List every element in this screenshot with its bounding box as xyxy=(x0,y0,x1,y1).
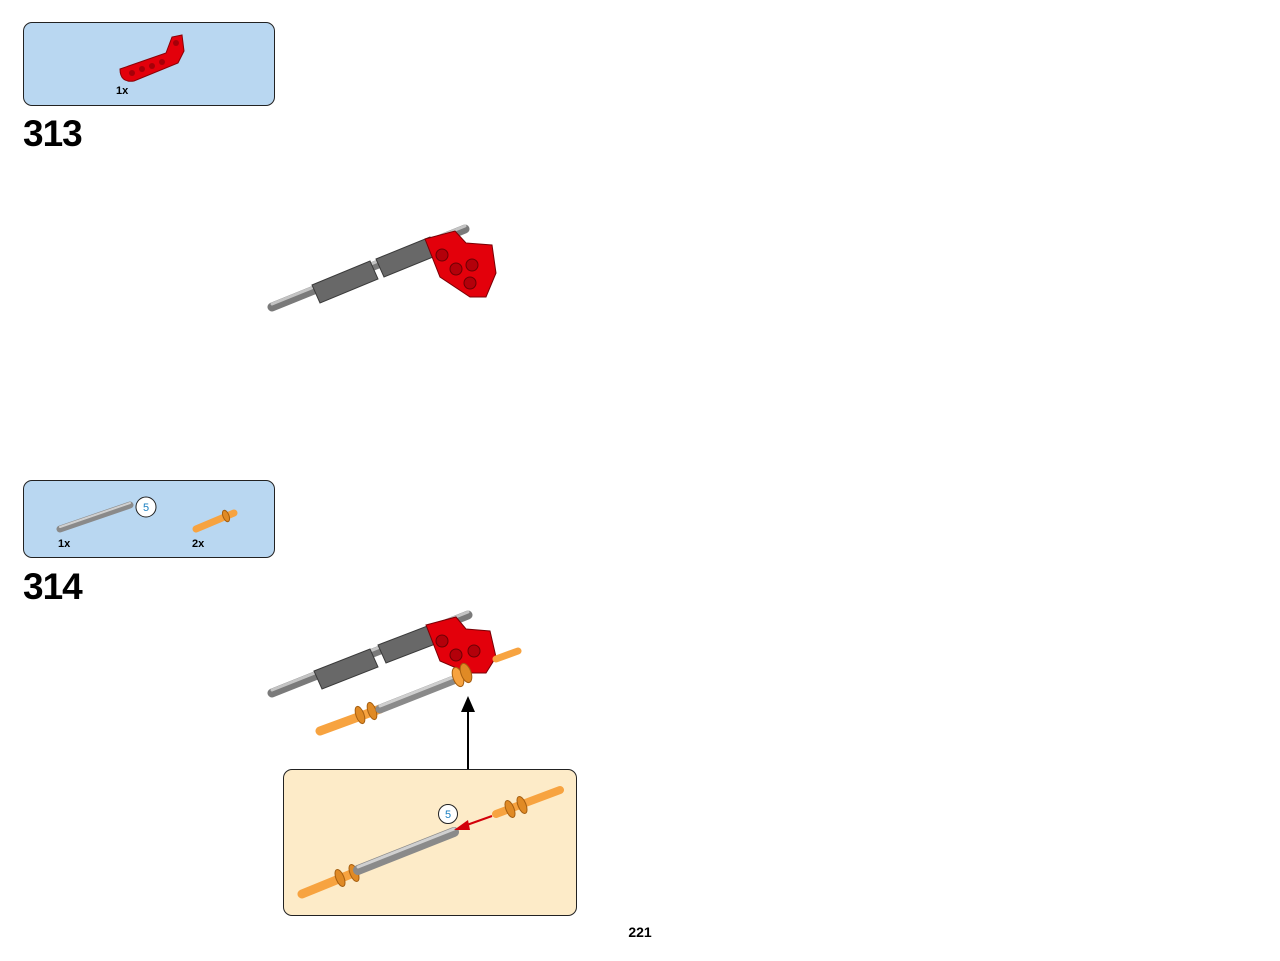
subassembly-callout: 5 xyxy=(283,769,577,916)
axle-length-label: 5 xyxy=(143,502,149,514)
part-quantity: 1x xyxy=(58,538,71,550)
red-angled-beam-part xyxy=(119,34,185,82)
page-number: 221 xyxy=(628,924,652,940)
insert-arrow xyxy=(461,696,475,770)
step-314-assembly xyxy=(267,610,522,736)
parts-list-step-313: 1x xyxy=(23,22,275,106)
part-quantity: 2x xyxy=(192,538,205,550)
subassembly-drawing xyxy=(297,786,564,899)
axle-length-badge: 5 xyxy=(438,804,458,824)
step-313-assembly xyxy=(267,224,497,312)
grey-axle-part xyxy=(56,501,134,533)
parts-list-step-314: 5 1x 2x xyxy=(23,480,275,558)
axle-length-label: 5 xyxy=(445,809,451,821)
part-quantity: 1x xyxy=(116,85,129,97)
axle-length-badge: 5 xyxy=(135,496,157,518)
orange-axle-pin-part xyxy=(192,509,238,533)
step-number-313: 313 xyxy=(23,113,83,154)
step-number-314: 314 xyxy=(23,566,83,607)
